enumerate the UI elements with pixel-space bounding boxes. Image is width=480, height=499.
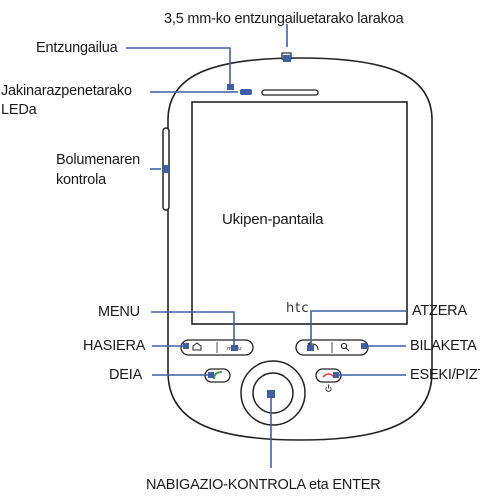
home-icon bbox=[192, 342, 202, 351]
search-icon bbox=[340, 342, 350, 352]
home-label: HASIERA bbox=[83, 338, 146, 354]
menu-label: MENU bbox=[98, 304, 140, 320]
callout-dots bbox=[163, 55, 367, 398]
end-power-label: ESEKI/PIZTU bbox=[410, 367, 480, 383]
call-label: DEIA bbox=[109, 367, 143, 383]
led-label-line1: Jakinarazpenetarako bbox=[1, 83, 132, 99]
headset-jack-label: 3,5 mm-ko entzungailuetarako larakoa bbox=[164, 11, 404, 27]
led-label-line2: LEDa bbox=[1, 102, 37, 118]
volume-label-line2: kontrola bbox=[56, 172, 106, 188]
nav-label: NABIGAZIO-KONTROLA eta ENTER bbox=[146, 477, 381, 493]
home-menu-pill bbox=[180, 339, 254, 356]
back-search-pill bbox=[295, 339, 369, 356]
notification-led bbox=[240, 89, 252, 95]
screen-label: Ukipen-pantaila bbox=[222, 211, 324, 228]
brand-logo: htc bbox=[286, 301, 310, 316]
search-label: BILAKETA bbox=[410, 338, 477, 354]
callout-lines bbox=[126, 24, 406, 468]
volume-label-line1: Bolumenaren bbox=[56, 152, 141, 168]
power-icon bbox=[325, 384, 332, 392]
back-label: ATZERA bbox=[412, 303, 467, 319]
earpiece-slot bbox=[261, 89, 319, 96]
earpiece-label: Entzungailua bbox=[36, 40, 118, 56]
call-icon bbox=[213, 371, 223, 380]
touch-screen bbox=[191, 101, 408, 325]
